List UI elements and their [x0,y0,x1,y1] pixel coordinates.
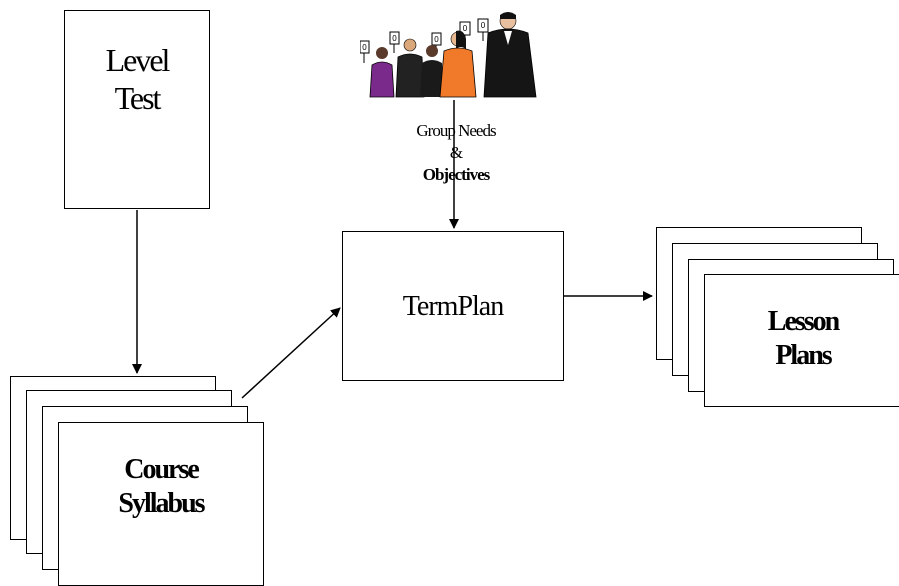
course-syllabus-line2: Syllabus [118,487,205,519]
course-syllabus-line1: Course [124,454,200,485]
level-test-label: Level Test [65,41,209,118]
scorecard-text-2: 0 [392,34,397,43]
level-test-line1: Level [105,42,171,78]
scorecard-text-1: 0 [362,43,367,52]
level-test-line2: Test [114,80,162,117]
diagram-arrows [132,100,653,399]
course-syllabus-label: Course Syllabus [59,453,263,520]
lesson-plans-line2: Plans [775,339,832,371]
group-needs-line2: & [449,143,463,163]
arrow-syllabus-to-term-plan [241,307,341,399]
group-needs-label: Group Needs & Objectives [376,120,536,186]
scorecard-text-5: 0 [481,21,486,30]
scorecard-text-3: 0 [434,35,439,44]
term-plan-box: TermPlan [342,231,564,381]
lesson-plans-label: Lesson Plans [705,305,899,372]
scorecard-text-4: 0 [463,24,468,33]
group-holding-scorecards-icon: 0 0 0 0 0 [359,5,545,100]
group-needs-line1: Group Needs [416,121,496,140]
term-plan-label: TermPlan [402,291,504,322]
level-test-box: Level Test [64,10,210,209]
group-needs-line3: Objectives [422,165,490,185]
lesson-plans-line1: Lesson [767,306,840,337]
lesson-plans-box: Lesson Plans [704,274,899,407]
